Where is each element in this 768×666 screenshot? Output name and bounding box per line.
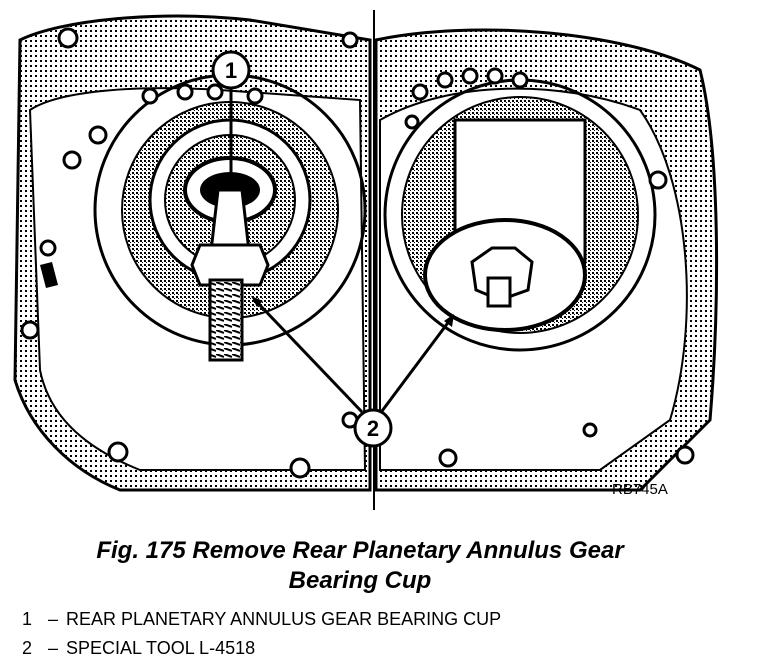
tool-nut xyxy=(190,243,270,287)
svg-text:1: 1 xyxy=(225,58,237,83)
figure-caption: Fig. 175 Remove Rear Planetary Annulus G… xyxy=(0,536,720,596)
right-view xyxy=(341,28,719,492)
left-pin xyxy=(40,262,58,288)
legend-item-text: SPECIAL TOOL L-4518 xyxy=(66,638,256,658)
legend-item-text: REAR PLANETARY ANNULUS GEAR BEARING CUP xyxy=(66,609,502,629)
svg-text:2: 2 xyxy=(367,416,379,441)
legend-item: 1–REAR PLANETARY ANNULUS GEAR BEARING CU… xyxy=(22,609,502,629)
tool-face-bolt xyxy=(486,276,512,308)
legend: 1–REAR PLANETARY ANNULUS GEAR BEARING CU… xyxy=(22,605,501,663)
caption-line-2: Bearing Cup xyxy=(288,567,432,594)
legend-item: 2–SPECIAL TOOL L-4518 xyxy=(22,638,256,658)
right-bolt-holes xyxy=(341,31,695,468)
technical-illustration: 1 2 RB745A xyxy=(13,10,719,510)
callout-1: 1 xyxy=(211,50,251,190)
figure-reference-code: RB745A xyxy=(612,481,668,498)
left-bolt-holes xyxy=(20,27,359,479)
left-view xyxy=(13,14,372,492)
tool-threaded-rod xyxy=(208,278,244,362)
caption-line-1: Fig. 175 Remove Rear Planetary Annulus G… xyxy=(96,537,624,564)
callout-2: 2 xyxy=(251,296,454,448)
